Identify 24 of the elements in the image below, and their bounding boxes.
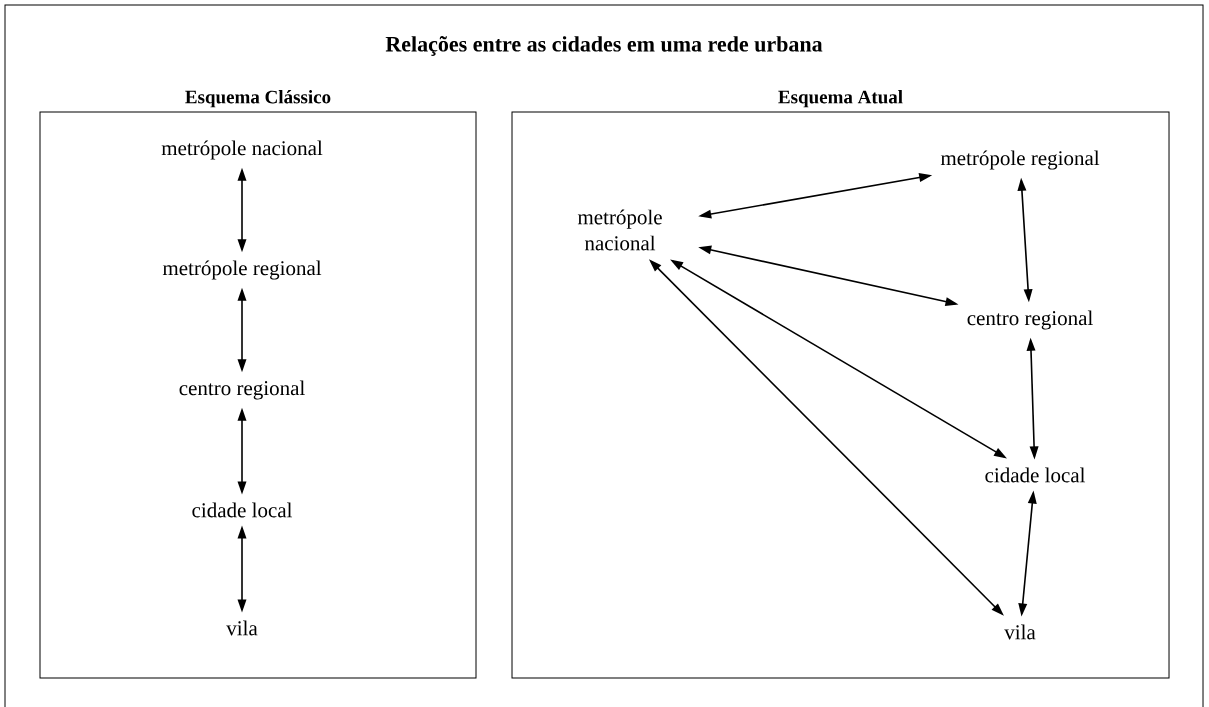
arrow	[670, 259, 1007, 459]
arrow	[237, 525, 247, 613]
arrow	[698, 245, 959, 306]
node-label: Esquema Atual	[778, 90, 903, 108]
arrow	[698, 173, 933, 219]
city-label: vila	[1004, 624, 1036, 640]
city-label: metrópole regional	[940, 150, 1100, 170]
city-label: centro regional	[179, 380, 305, 400]
arrow	[237, 287, 247, 373]
arrow	[237, 167, 247, 253]
city-label: metrópole nacional	[577, 209, 662, 251]
arrow	[237, 407, 247, 495]
city-label: vila	[226, 620, 258, 636]
arrow	[1026, 337, 1039, 460]
title: Relações entre as cidades em uma rede urbana	[385, 36, 823, 56]
arrow	[648, 259, 1004, 616]
arrow	[1017, 177, 1033, 303]
arrow	[1018, 490, 1037, 617]
city-label: cidade local	[985, 467, 1086, 483]
node-label: Esquema Clássico	[185, 90, 331, 108]
city-label: cidade local	[192, 502, 293, 518]
city-label: metrópole regional	[162, 260, 322, 280]
city-label: centro regional	[967, 310, 1093, 330]
city-label: metrópole nacional	[161, 140, 323, 160]
